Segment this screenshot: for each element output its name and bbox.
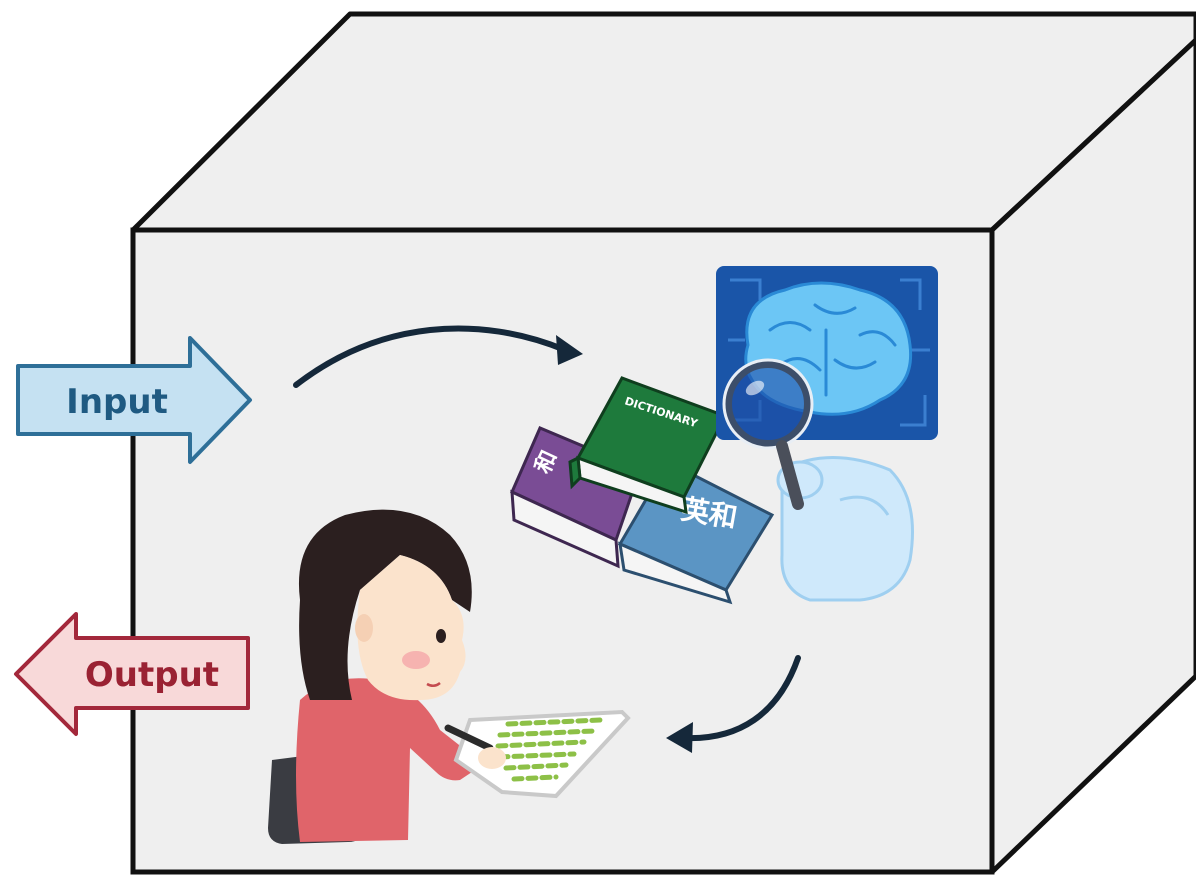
output-arrow-shape (14, 612, 250, 736)
robot-illustration (776, 456, 914, 602)
girl-hair (298, 509, 472, 700)
flow-arrow-bottom (666, 655, 801, 753)
input-label: Input (66, 382, 168, 422)
paper-text-lines (495, 717, 603, 782)
output-arrow: Output (14, 612, 250, 736)
output-label: Output (85, 655, 219, 695)
books-stack: 和 英和 DICTIONARY (510, 376, 775, 605)
girl-shirt (296, 678, 475, 842)
pen (444, 724, 494, 752)
input-arrow-shape (16, 336, 252, 464)
girl-face (357, 555, 466, 701)
girl-writing-illustration (268, 509, 631, 844)
input-arrow: Input (16, 336, 252, 464)
flow-arrow-top (293, 325, 583, 388)
magnifying-glass-icon (722, 358, 814, 510)
book-green: DICTIONARY (568, 376, 728, 515)
ai-brain-illustration (716, 266, 938, 510)
